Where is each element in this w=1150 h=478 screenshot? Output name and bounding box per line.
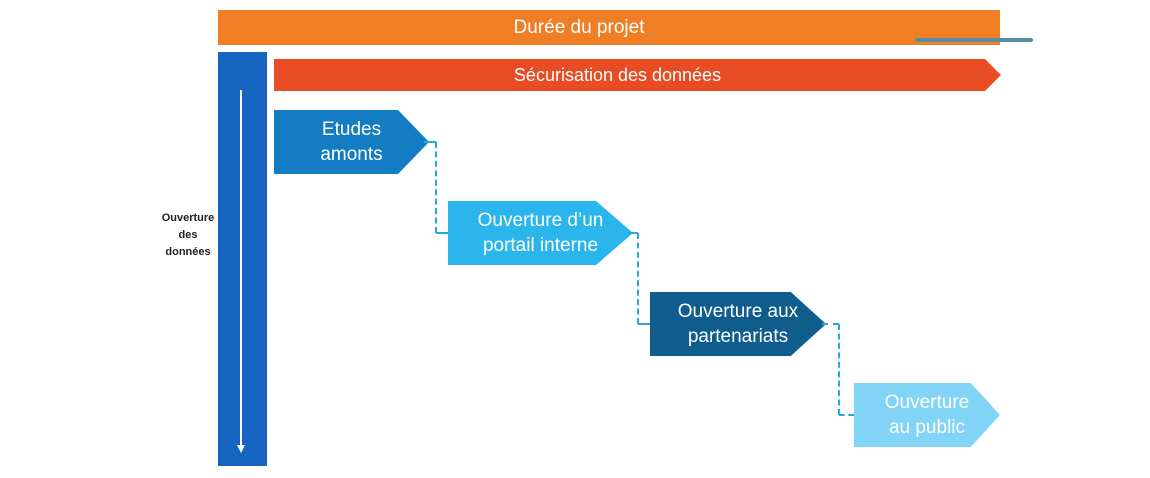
step-1-line-2: amonts bbox=[320, 144, 383, 165]
step-1-line-1: Etudes bbox=[321, 119, 382, 140]
step-public-opening: Ouverture au public bbox=[854, 383, 1000, 447]
step-4-text: Ouverture au public bbox=[869, 390, 986, 440]
step-partnerships: Ouverture aux partenariats bbox=[650, 292, 826, 356]
connector-1-h-bottom bbox=[436, 232, 448, 234]
project-duration-label: Durée du projet bbox=[513, 16, 645, 38]
step-3-text: Ouverture aux partenariats bbox=[668, 299, 809, 349]
down-arrow-line bbox=[240, 90, 242, 450]
step-2-line-2: portail interne bbox=[482, 235, 599, 256]
connector-1-h-top bbox=[424, 141, 436, 143]
step-2-line-1: Ouverture d’un bbox=[477, 210, 604, 231]
data-opening-side-label: Ouverture des données bbox=[148, 210, 228, 261]
connector-3-v bbox=[838, 324, 840, 415]
connector-3-h-bottom bbox=[839, 414, 854, 416]
connector-2-h-bottom bbox=[638, 323, 650, 325]
step-internal-portal: Ouverture d’un portail interne bbox=[448, 201, 633, 265]
project-duration-bar: Durée du projet bbox=[218, 10, 1033, 45]
connector-2-v bbox=[637, 233, 639, 324]
data-security-label: Sécurisation des données bbox=[513, 64, 722, 85]
down-arrow-icon bbox=[237, 445, 245, 453]
data-opening-vertical-bar bbox=[218, 52, 267, 466]
side-label-line-1: Ouverture bbox=[161, 212, 215, 224]
connector-3-h-top bbox=[822, 323, 839, 325]
side-label-line-2: des bbox=[178, 229, 198, 241]
step-4-line-1: Ouverture bbox=[884, 392, 970, 413]
connector-2-h-top bbox=[628, 232, 638, 234]
duration-bar-line bbox=[915, 38, 1033, 42]
step-2-text: Ouverture d’un portail interne bbox=[467, 208, 615, 258]
step-1-text: Etudes amonts bbox=[290, 117, 414, 167]
step-3-line-1: Ouverture aux bbox=[677, 301, 799, 322]
data-security-arrow: Sécurisation des données bbox=[274, 59, 1001, 91]
step-preliminary-studies: Etudes amonts bbox=[274, 110, 429, 174]
step-3-line-2: partenariats bbox=[687, 326, 789, 347]
side-label-line-3: données bbox=[165, 246, 211, 258]
connector-1-v bbox=[435, 142, 437, 233]
step-4-line-2: au public bbox=[888, 417, 966, 438]
